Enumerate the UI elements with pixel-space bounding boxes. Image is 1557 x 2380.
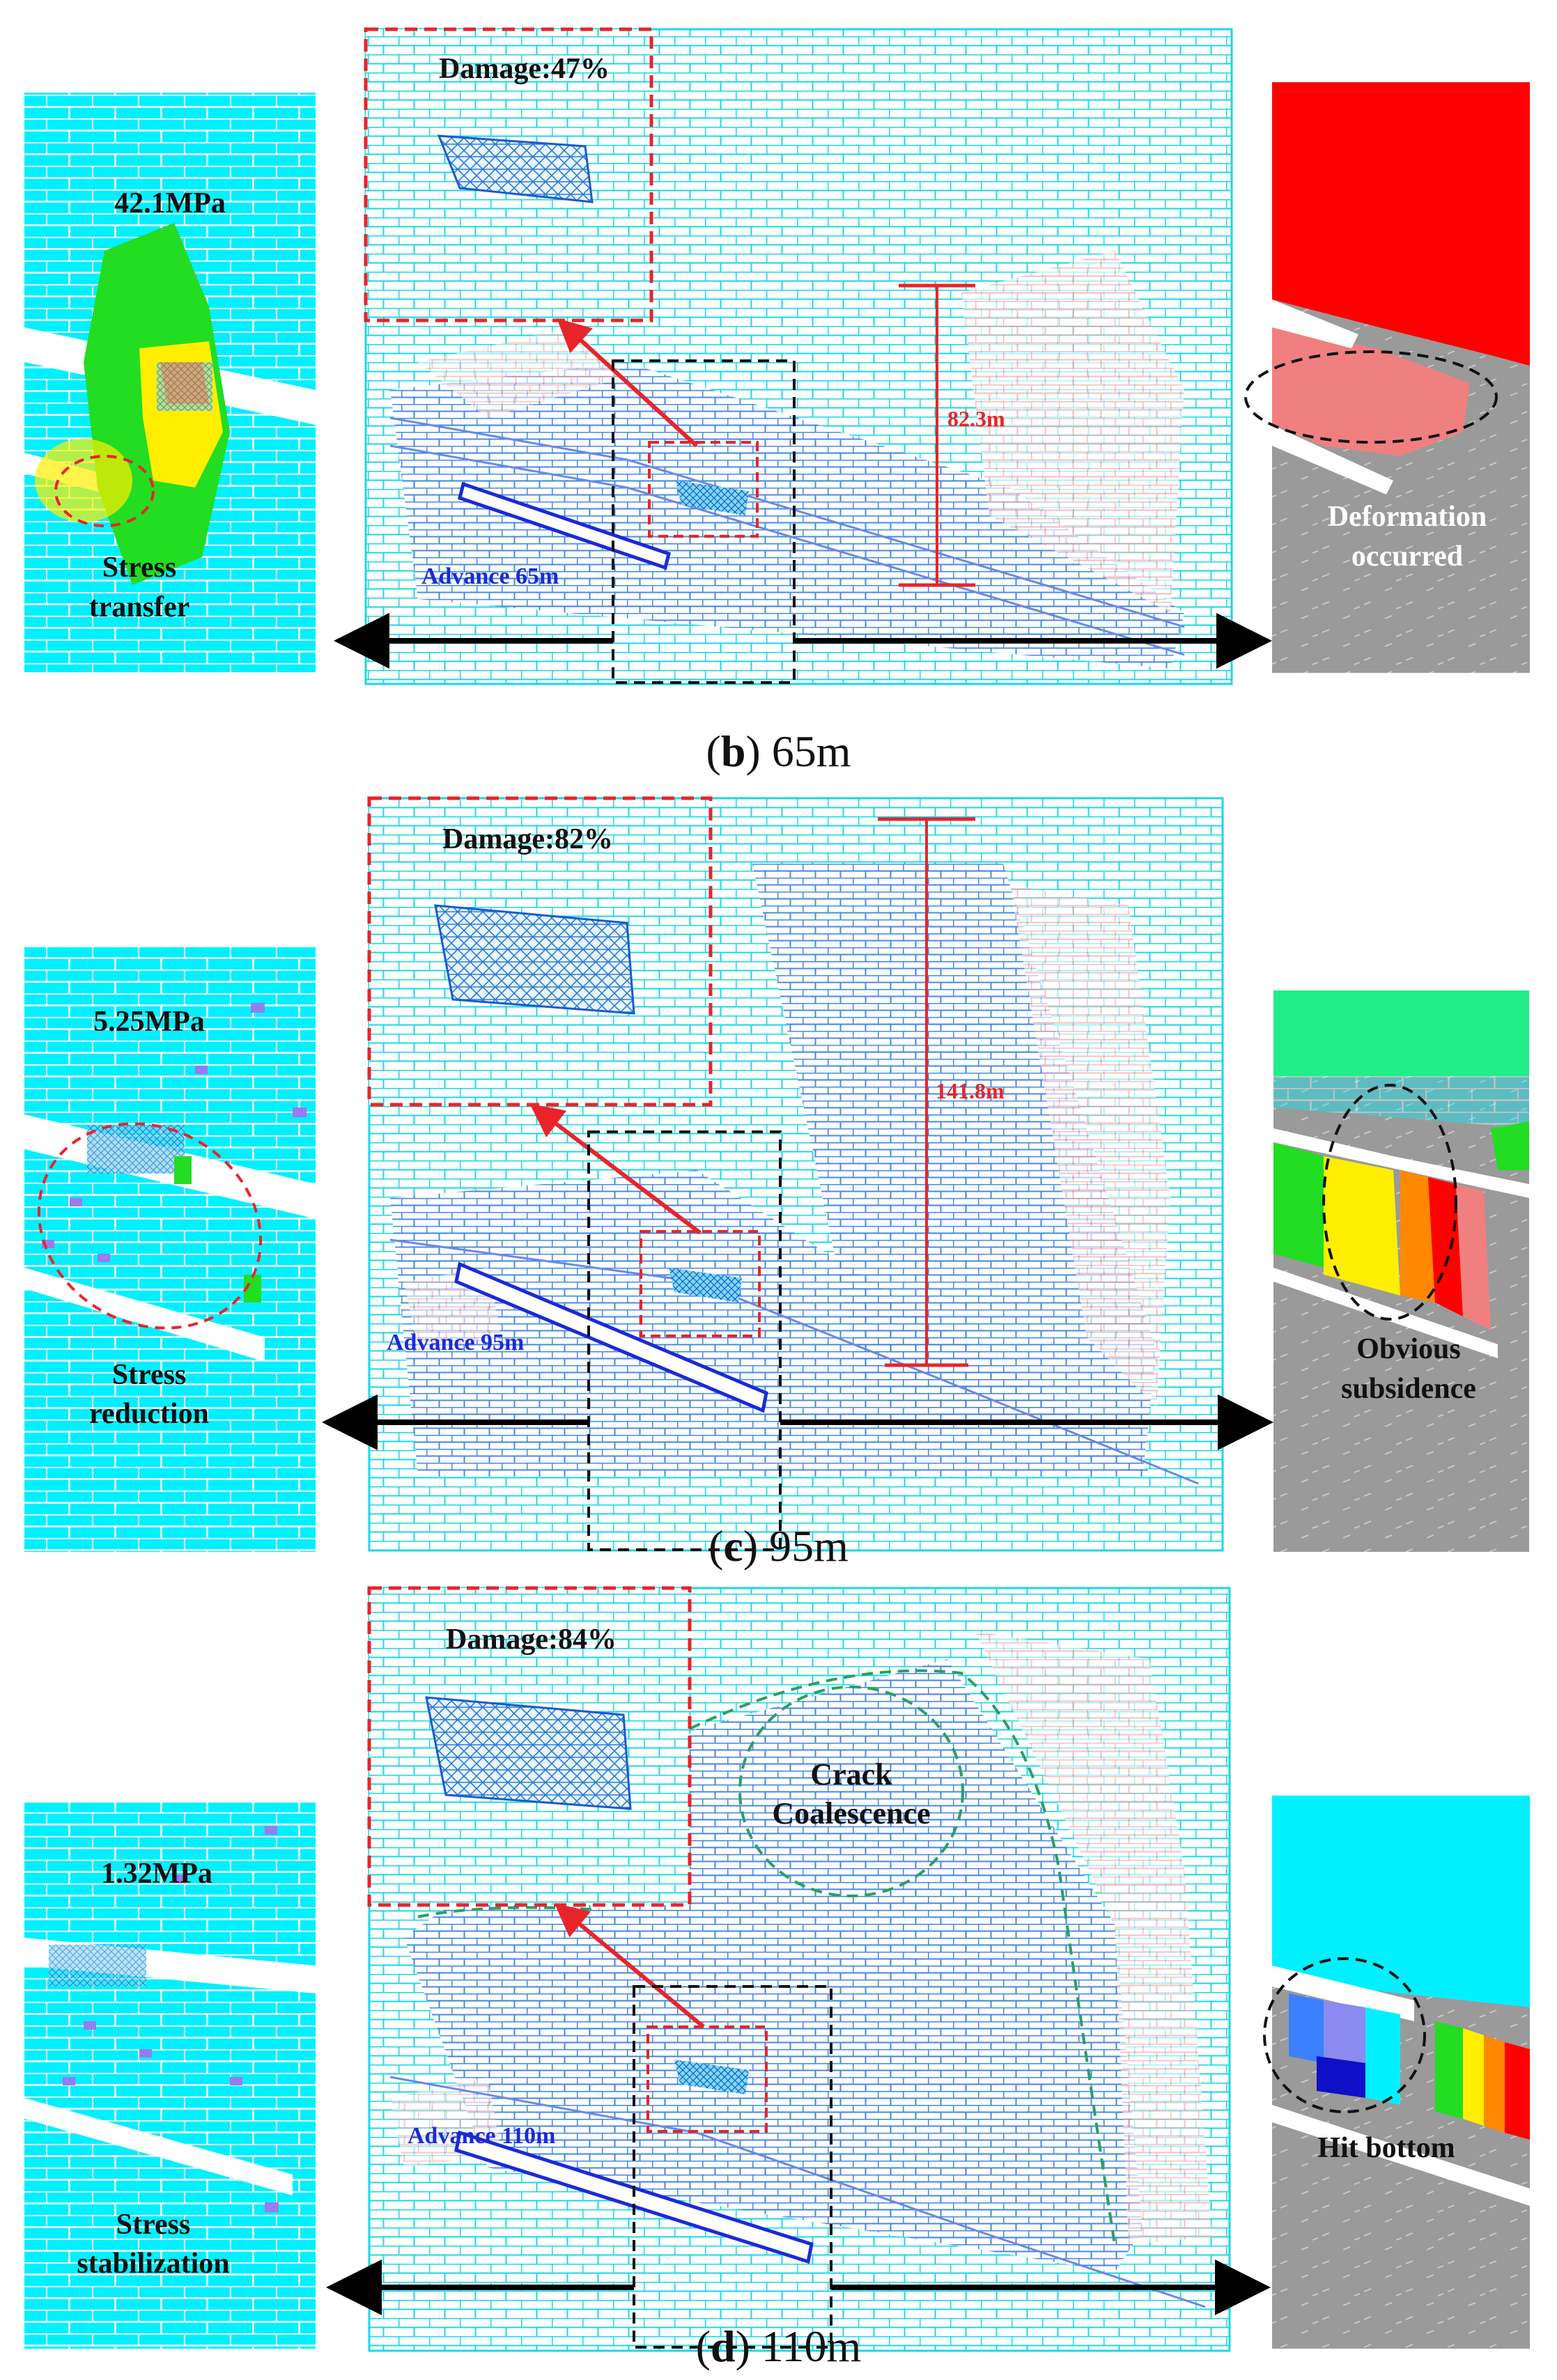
left-stress-map: 5.25MPa Stress reduction xyxy=(24,947,316,1552)
right-note-line1: Deformation xyxy=(1328,501,1487,533)
height-label: 82.3m xyxy=(947,406,1005,431)
stress-value: 1.32MPa xyxy=(101,1858,212,1890)
stress-note-line1: Stress xyxy=(102,552,177,584)
advance-slot xyxy=(458,481,671,570)
damage-label: Damage:47% xyxy=(439,53,610,85)
caption-c: (c) 95m xyxy=(708,1521,849,1571)
height-label: 141.8m xyxy=(936,1078,1005,1103)
left-stress-map: 1.32MPa Stress stabilization xyxy=(24,1803,316,2349)
right-note-line2: subsidence xyxy=(1341,1373,1476,1405)
advance-label: Advance 110m xyxy=(408,2123,556,2149)
panel-d: 1.32MPa Stress stabilization Crack Coale… xyxy=(0,1576,1557,2371)
panel-b-figure: 42.1MPa Stress transfer Advance 65m Dama… xyxy=(24,27,1530,685)
right-note-line2: occurred xyxy=(1351,540,1463,573)
stress-note-line1: Stress xyxy=(112,1359,187,1391)
panel-b: 42.1MPa Stress transfer Advance 65m Dama… xyxy=(0,0,1557,780)
stress-note-line2: reduction xyxy=(89,1398,209,1430)
caption-b: (b) 65m xyxy=(706,726,851,776)
right-displacement-map: Hit bottom xyxy=(1263,1796,1530,2349)
height-dimension: 82.3m xyxy=(899,283,1005,587)
main-model: Advance 65m Damage:47% 82.3m xyxy=(334,27,1272,685)
panel-c: 5.25MPa Stress reduction Advance 95m Dam… xyxy=(0,780,1557,1571)
left-stress-map: 42.1MPa Stress transfer xyxy=(24,93,316,672)
damage-zone-box xyxy=(648,441,759,538)
panel-c-figure: 5.25MPa Stress reduction Advance 95m Dam… xyxy=(24,796,1529,1552)
main-model: Crack Coalescence Advance 110m Damage:84… xyxy=(326,1586,1271,2352)
right-displacement-map: Deformation occurred xyxy=(1244,82,1530,673)
stress-value: 5.25MPa xyxy=(93,1006,205,1038)
coal-face-box xyxy=(633,1985,832,2349)
advance-label: Advance 95m xyxy=(387,1330,524,1355)
panel-d-figure: 1.32MPa Stress stabilization Crack Coale… xyxy=(24,1586,1530,2352)
stress-note-line1: Stress xyxy=(116,2209,191,2241)
coal-face-box xyxy=(587,1130,782,1551)
stress-note-line2: transfer xyxy=(89,591,190,623)
damage-zone-box xyxy=(646,2025,768,2133)
crack-label-line1: Crack xyxy=(810,1757,892,1791)
stress-value: 42.1MPa xyxy=(114,187,226,219)
height-dimension: 141.8m xyxy=(878,817,1005,1367)
advance-slot xyxy=(454,1261,768,1413)
zoom-arrow xyxy=(529,1103,702,1235)
main-model: Advance 95m Damage:82% 141.8m xyxy=(322,796,1273,1552)
right-displacement-map: Obvious subsidence xyxy=(1273,990,1529,1552)
damage-label: Damage:84% xyxy=(446,1624,617,1656)
zoom-arrow xyxy=(557,318,699,448)
advance-slot xyxy=(454,2130,814,2264)
coal-face-box xyxy=(612,359,796,684)
damage-label: Damage:82% xyxy=(442,823,613,855)
caption-d: (d) 110m xyxy=(695,2321,862,2371)
advance-label: Advance 65m xyxy=(421,563,559,589)
right-note-line1: Hit bottom xyxy=(1317,2132,1455,2164)
stress-note-line2: stabilization xyxy=(77,2248,229,2280)
right-note-line1: Obvious xyxy=(1356,1333,1460,1365)
zoom-arrow xyxy=(554,1903,705,2029)
damage-zone-box xyxy=(640,1230,761,1337)
crack-label-line2: Coalescence xyxy=(772,1796,930,1830)
